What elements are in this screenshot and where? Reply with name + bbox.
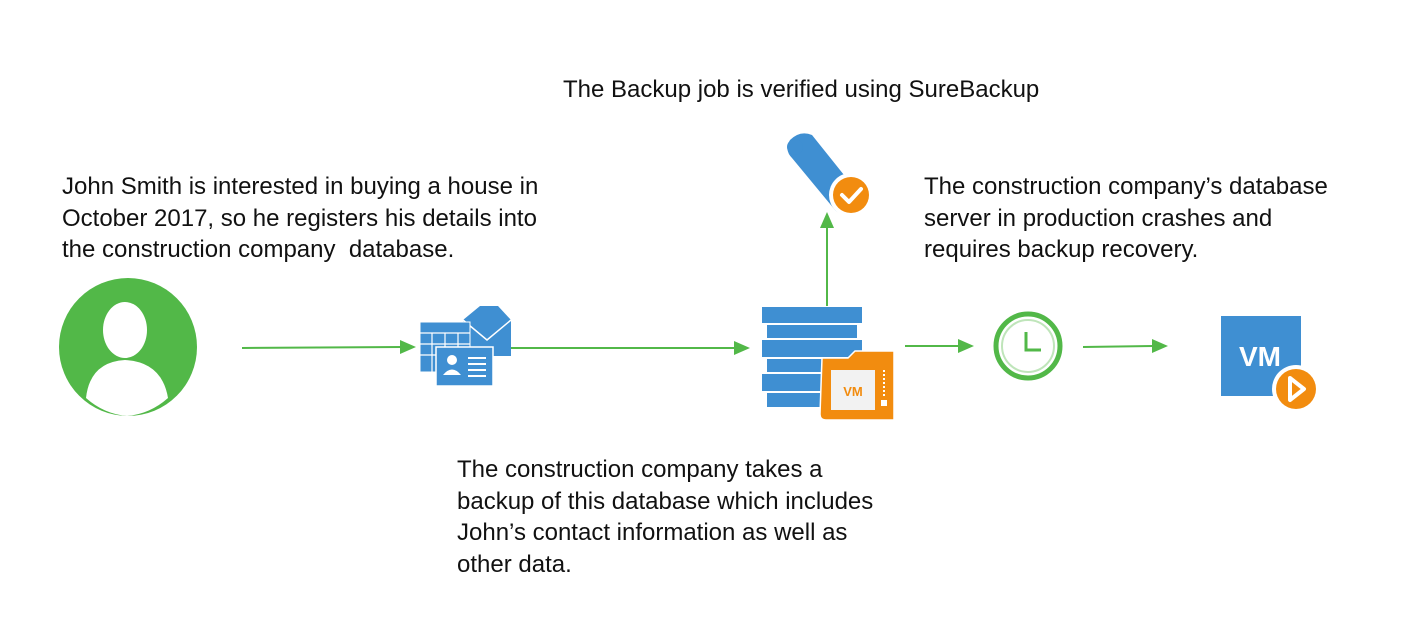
backup-server-icon: VM — [762, 307, 895, 421]
vm-backup-label: VM — [843, 384, 863, 399]
surebackup-verified-icon — [787, 133, 873, 217]
caption-line: backup of this database which includes — [457, 487, 874, 515]
caption-line: server in production crashes and — [924, 204, 1273, 232]
clock-icon — [993, 311, 1063, 381]
register-caption: John Smith is interested in buying a hou… — [62, 171, 538, 266]
caption-line: requires backup recovery. — [924, 236, 1199, 263]
surebackup-caption: The Backup job is verified using SureBac… — [563, 76, 1040, 103]
caption-line: John’s contact information as well as — [457, 519, 848, 546]
arrow-backup-to-clock — [905, 339, 974, 353]
caption-line: other data. — [457, 550, 572, 578]
crash-caption: The construction company’s database serve… — [924, 171, 1328, 266]
contacts-database-icon — [419, 306, 512, 387]
caption-line: the construction company database. — [62, 236, 455, 263]
vm-restore-label: VM — [1239, 341, 1281, 372]
caption-line: The construction company takes a — [457, 456, 823, 483]
vm-restore-icon: VM — [1221, 316, 1320, 413]
arrow-clock-to-vm-restore — [1082, 339, 1168, 353]
arrow-user-to-database — [241, 340, 416, 354]
user-icon — [59, 278, 197, 416]
arrow-database-to-backup — [510, 341, 750, 355]
arrow-backup-to-surebackup — [820, 212, 834, 306]
caption-line: October 2017, so he registers his detail… — [62, 204, 537, 232]
backup-caption: The construction company takes a backup o… — [457, 454, 873, 580]
caption-line: The construction company’s database — [924, 173, 1328, 200]
caption-line: John Smith is interested in buying a hou… — [62, 173, 539, 200]
